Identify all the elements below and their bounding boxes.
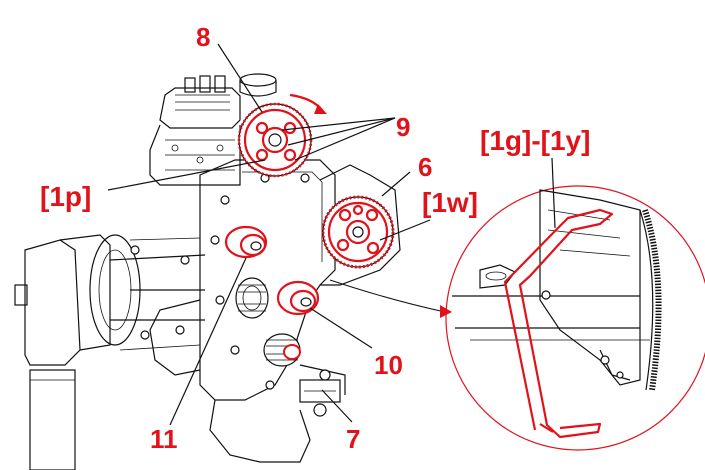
- detail-inset: [329, 185, 705, 451]
- callout-1w: [1w]: [422, 187, 478, 218]
- gear-6: [321, 195, 395, 269]
- callout-7: 7: [346, 424, 360, 454]
- callout-1p: [1p]: [40, 181, 91, 212]
- lower-gears: [235, 277, 301, 367]
- callout-9: 9: [396, 112, 410, 142]
- callout-10: 10: [374, 350, 403, 380]
- callout-8: 8: [196, 22, 210, 52]
- callout-1g-1y: [1g]-[1y]: [480, 125, 590, 156]
- leader-lines: [107, 43, 556, 426]
- gear-8: [237, 93, 327, 178]
- callout-6: 6: [418, 152, 432, 182]
- callout-11: 11: [150, 424, 178, 454]
- engine-block: [14, 73, 401, 470]
- roller-11: [224, 225, 268, 259]
- roller-10: [276, 280, 320, 316]
